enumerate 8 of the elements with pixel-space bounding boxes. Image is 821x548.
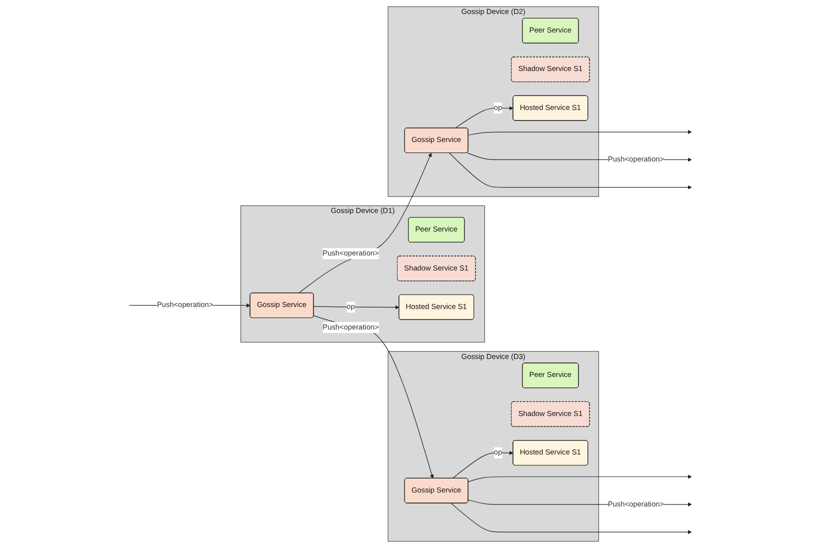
arrow (454, 106, 514, 128)
arrow (313, 315, 434, 479)
arrow (468, 474, 692, 482)
arrow (452, 450, 514, 479)
arrow (468, 130, 692, 136)
arrow (313, 305, 400, 310)
arrow (298, 152, 432, 294)
arrow (450, 502, 692, 534)
